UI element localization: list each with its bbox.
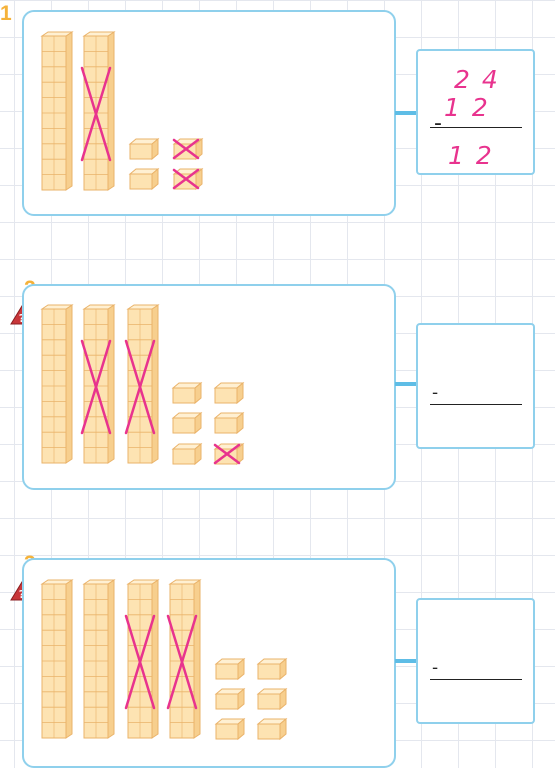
- one-cube: [216, 719, 244, 739]
- one-cube: [130, 169, 158, 189]
- one-cube: [215, 383, 243, 403]
- crossed-one-cube: [174, 139, 202, 159]
- one-cube: [173, 383, 201, 403]
- one-cube: [173, 444, 201, 464]
- crossed-ten-rod: [126, 305, 158, 463]
- ten-rod: [42, 32, 72, 190]
- one-cube: [173, 413, 201, 433]
- one-cube: [216, 659, 244, 679]
- crossed-ten-rod: [168, 580, 200, 738]
- ten-rod: [84, 580, 114, 738]
- ten-rod: [42, 580, 72, 738]
- crossed-one-cube: [215, 444, 243, 464]
- one-cube: [258, 689, 286, 709]
- one-cube: [130, 139, 158, 159]
- ten-rod: [42, 305, 72, 463]
- one-cube: [258, 719, 286, 739]
- one-cube: [216, 689, 244, 709]
- crossed-one-cube: [174, 169, 202, 189]
- one-cube: [215, 413, 243, 433]
- crossed-ten-rod: [82, 305, 114, 463]
- crossed-ten-rod: [82, 32, 114, 190]
- crossed-ten-rod: [126, 580, 158, 738]
- one-cube: [258, 659, 286, 679]
